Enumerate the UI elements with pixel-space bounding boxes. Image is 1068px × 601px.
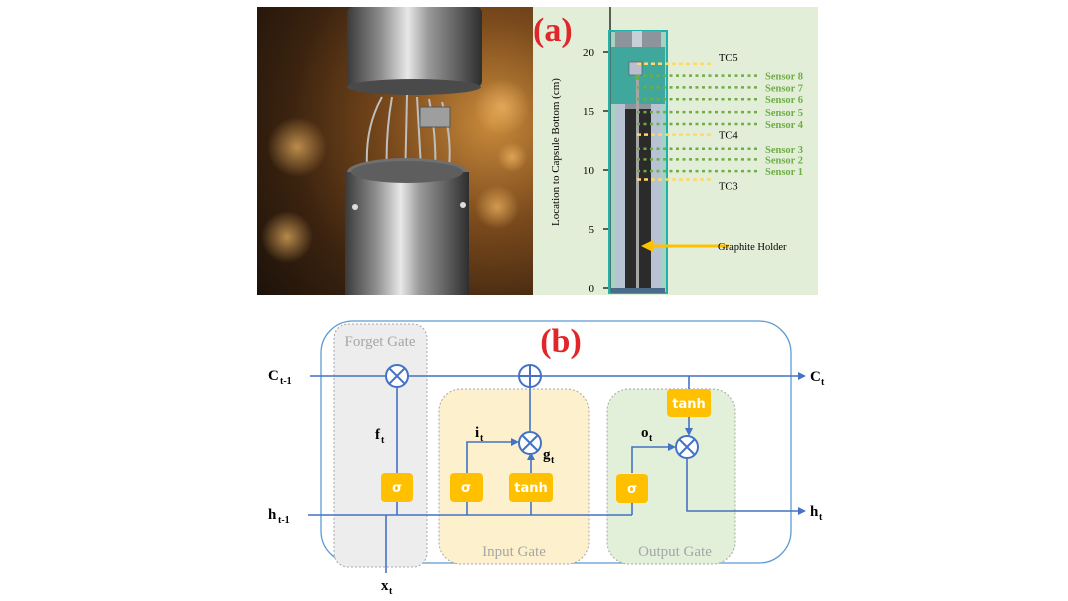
- panel-a-label: (a): [533, 12, 573, 49]
- input-gate-title: Input Gate: [482, 544, 546, 560]
- y-tick-label: 10: [583, 165, 595, 177]
- cell-add-icon: [518, 364, 542, 388]
- sensor-label-3: Sensor 3: [765, 145, 803, 156]
- capsule-schematic-svg: (a) 0 5 10 15 20 Location to Capsule Bottom …: [533, 7, 804, 295]
- i-line: [466, 438, 519, 473]
- c-t-label: C t: [810, 369, 825, 388]
- svg-text:σ: σ: [392, 481, 402, 496]
- output-gate-title: Output Gate: [638, 544, 712, 560]
- svg-text:t: t: [819, 512, 823, 523]
- y-axis-title: Location to Capsule Bottom (cm): [550, 78, 562, 226]
- svg-text:C: C: [810, 369, 821, 385]
- forget-sigma-box: σ: [381, 473, 413, 502]
- svg-text:tanh: tanh: [672, 397, 706, 412]
- signal-lines: [308, 372, 806, 573]
- y-tick-label: 20: [583, 47, 595, 59]
- sensor-label-4: Sensor 4: [765, 120, 804, 131]
- thermocouple-label-tc5: TC5: [719, 53, 738, 64]
- svg-text:tanh: tanh: [514, 481, 548, 496]
- sensor-label-5: Sensor 5: [765, 108, 803, 119]
- capsule-photo: [257, 7, 533, 295]
- h-out-line: [686, 458, 806, 515]
- svg-text:σ: σ: [627, 482, 637, 497]
- svg-text:t: t: [381, 435, 385, 446]
- output-sigma-box: σ: [616, 474, 648, 503]
- y-tick-label: 0: [589, 283, 595, 295]
- x-t-label: x t: [381, 578, 393, 597]
- capsule-schematic: (a) 0 5 10 15 20 Location to Capsule Bottom …: [533, 7, 818, 295]
- svg-text:t-1: t-1: [280, 376, 292, 387]
- input-sigma-box: σ: [450, 473, 483, 502]
- forget-multiply-icon: [385, 364, 409, 388]
- forget-gate-title: Forget Gate: [345, 334, 416, 350]
- h-prev-label: h t-1: [268, 507, 290, 526]
- svg-text:C: C: [268, 368, 279, 384]
- svg-text:h: h: [810, 504, 819, 520]
- o-t-label: o t: [641, 425, 653, 444]
- g-t-label: g t: [543, 447, 555, 466]
- sensor-label-8: Sensor 8: [765, 72, 803, 83]
- sensor-label-2: Sensor 2: [765, 155, 803, 166]
- input-multiply-icon: [518, 431, 542, 455]
- thermocouple-label-tc3: TC3: [719, 181, 738, 192]
- graphite-holder-arrow: [641, 240, 729, 252]
- svg-text:t: t: [649, 433, 653, 444]
- f-t-label: f t: [375, 427, 385, 446]
- thermocouple-label-tc4: TC4: [719, 131, 738, 142]
- svg-text:σ: σ: [461, 481, 471, 496]
- c-prev-label: C t-1: [268, 368, 292, 387]
- i-t-label: i t: [475, 425, 484, 444]
- svg-text:g: g: [543, 447, 551, 463]
- svg-text:t-1: t-1: [278, 515, 290, 526]
- svg-text:h: h: [268, 507, 277, 523]
- svg-text:t: t: [480, 433, 484, 444]
- svg-text:i: i: [475, 425, 479, 441]
- y-tick-label: 5: [589, 224, 595, 236]
- svg-text:t: t: [821, 377, 825, 388]
- h-t-label: h t: [810, 504, 823, 523]
- sensor-label-7: Sensor 7: [765, 83, 803, 94]
- sensor-label-6: Sensor 6: [765, 95, 803, 106]
- svg-text:t: t: [389, 586, 393, 597]
- input-tanh-box: tanh: [509, 473, 553, 502]
- svg-text:x: x: [381, 578, 389, 594]
- svg-text:t: t: [551, 455, 555, 466]
- capsule-body: [608, 30, 668, 294]
- capsule-photo-illustration: [261, 7, 530, 295]
- graphite-holder-label: Graphite Holder: [718, 242, 787, 253]
- sensor-label-1: Sensor 1: [765, 167, 803, 178]
- o-line: [631, 443, 676, 473]
- y-tick-label: 15: [583, 106, 595, 118]
- panel-b-label: (b): [540, 323, 582, 360]
- svg-text:f: f: [375, 427, 381, 443]
- svg-text:o: o: [641, 425, 649, 441]
- output-multiply-icon: [675, 435, 699, 459]
- output-tanh-box: tanh: [667, 389, 711, 417]
